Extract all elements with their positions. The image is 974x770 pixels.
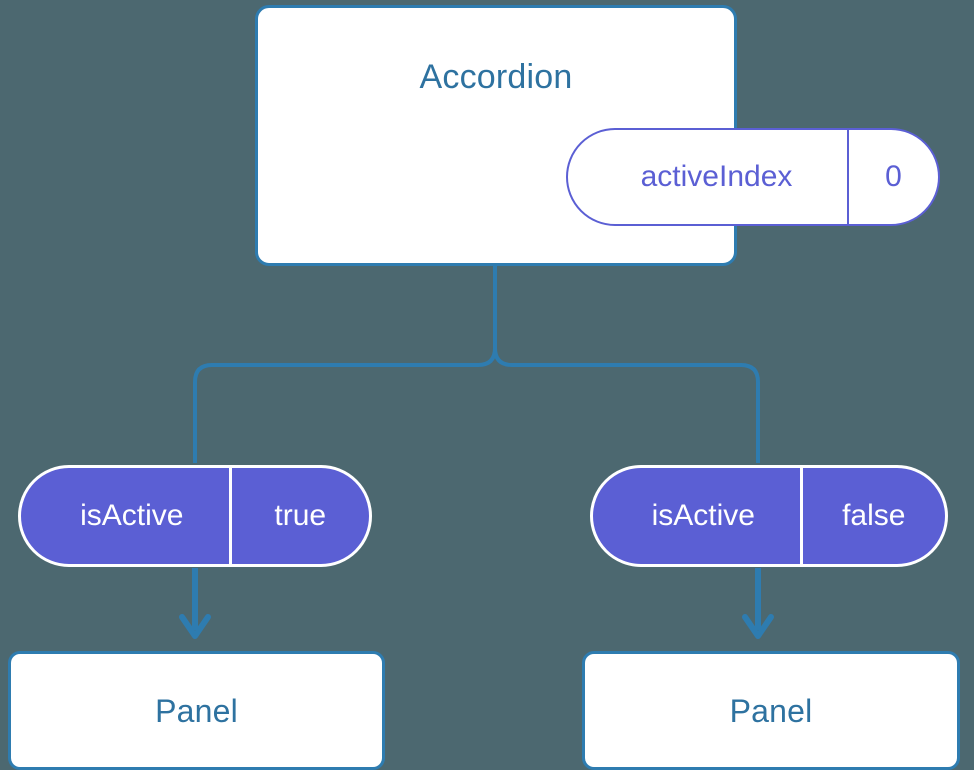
component-title-panel: Panel xyxy=(729,693,813,729)
connector-root-to-right xyxy=(493,266,760,463)
connector-root-to-left xyxy=(193,266,497,463)
state-pill-active-index[interactable]: activeIndex 0 xyxy=(566,128,940,226)
component-card-panel-left[interactable]: Panel xyxy=(8,651,385,770)
component-title-panel: Panel xyxy=(155,693,238,729)
component-card-panel-right[interactable]: Panel xyxy=(582,651,960,770)
state-pill-value: 0 xyxy=(847,130,938,224)
prop-pill-value: true xyxy=(228,468,370,564)
prop-pill-key: isActive xyxy=(80,499,184,532)
component-card-accordion[interactable]: Accordion activeIndex 0 xyxy=(255,5,940,266)
arrow-down-icon-right xyxy=(742,568,774,639)
component-title-accordion: Accordion xyxy=(419,58,573,96)
prop-pill-is-active-false[interactable]: isActive false xyxy=(590,465,948,567)
prop-pill-key: isActive xyxy=(651,499,755,532)
arrow-down-icon-left xyxy=(179,568,211,639)
state-pill-key: activeIndex xyxy=(640,160,793,193)
prop-pill-value: false xyxy=(799,468,945,564)
prop-pill-is-active-true[interactable]: isActive true xyxy=(18,465,372,567)
